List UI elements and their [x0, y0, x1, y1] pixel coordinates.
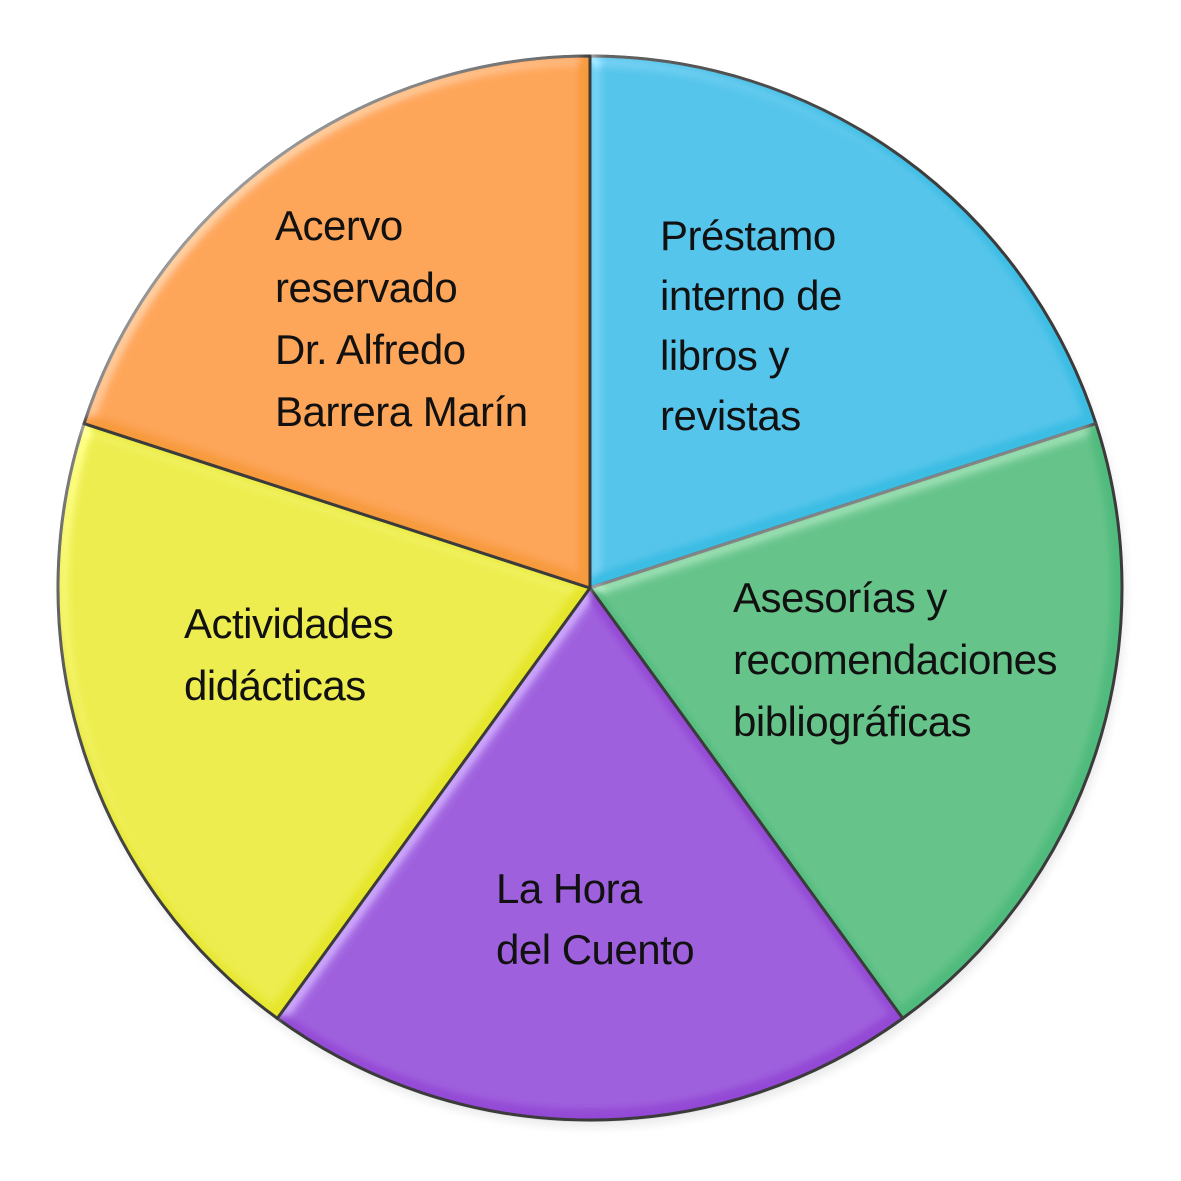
wedge-acervo: [82, 54, 592, 590]
wedge-hora-cuento: [275, 586, 905, 1122]
segment-label-line: Asesorías y: [733, 574, 947, 621]
label-prestamo: Préstamo interno de libros y revistas: [660, 212, 842, 439]
segment-label-line: Préstamo: [660, 212, 836, 259]
segment-label-line: interno de: [660, 272, 842, 319]
segment-label-line: Dr. Alfredo: [275, 326, 466, 373]
wedge-prestamo: [588, 54, 1098, 590]
segment-label-line: recomendaciones: [733, 636, 1057, 683]
segment-label-line: bibliográficas: [733, 698, 971, 745]
segment-label-line: Barrera Marín: [275, 388, 528, 435]
wedge-asesorias: [588, 422, 1124, 1020]
segment-label-line: reservado: [275, 264, 457, 311]
segment-label-line: La Hora: [496, 865, 643, 912]
segment-label-line: Actividades: [184, 600, 393, 647]
label-asesorias: Asesorías y recomendaciones bibliográfic…: [733, 574, 1058, 745]
label-hora-cuento: La Hora del Cuento: [496, 865, 695, 973]
label-acervo: Acervo reservado Dr. Alfredo Barrera Mar…: [275, 202, 528, 435]
segment-label-line: Acervo: [275, 202, 403, 249]
segment-label-line: del Cuento: [496, 926, 694, 973]
pie-wedges: [56, 54, 1124, 1122]
label-actividades: Actividades didácticas: [184, 600, 394, 709]
segment-label-line: revistas: [660, 392, 801, 439]
wedge-actividades: [56, 422, 592, 1020]
segment-label-line: libros y: [660, 332, 790, 379]
segment-label-line: didácticas: [184, 662, 366, 709]
